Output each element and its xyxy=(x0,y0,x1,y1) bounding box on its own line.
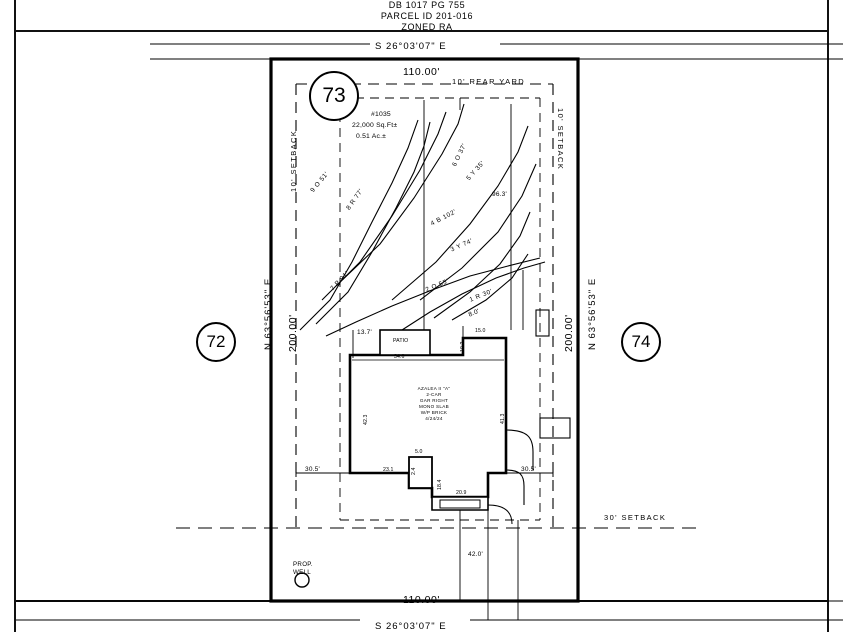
house-dim-right-side: 41.3 xyxy=(500,413,506,425)
well-label-line2: WELL xyxy=(293,569,312,576)
house-exterior: W/P BRICK xyxy=(420,410,448,416)
utility-box-lower xyxy=(539,417,571,439)
distance-west: 200.00' xyxy=(287,314,299,352)
house-dim-bottom-left: 23.1 xyxy=(383,467,394,473)
house-dim-bottom-right: 20.9 xyxy=(456,490,467,496)
driveway-curve-lower xyxy=(505,469,525,505)
header-parcel-id: PARCEL ID 201-016 xyxy=(380,11,474,21)
walkway-curve xyxy=(487,504,513,525)
utility-box-right xyxy=(535,309,550,337)
setback-label-left: 10' SETBACK xyxy=(289,129,298,192)
house-plan-block: AZALEA II "A" 2-CAR GAR RIGHT MONO SLAB … xyxy=(388,386,480,422)
lot-number-73: 73 xyxy=(309,71,359,121)
setback-label-rear: 10' REAR YARD xyxy=(452,77,526,86)
page-border-right xyxy=(827,0,829,632)
header-zoning: ZONED RA xyxy=(401,22,453,32)
dimension-ticks xyxy=(295,469,554,477)
patio-label: PATIO xyxy=(393,338,409,344)
rear-offset-label: 96.3' xyxy=(492,191,507,198)
house-plan-name: AZALEA II "A" xyxy=(417,386,451,391)
house-dim-stoop-top: 5.0 xyxy=(415,449,423,455)
lot-area-ac: 0.51 Ac.± xyxy=(356,133,387,140)
page-border-top xyxy=(14,30,829,32)
house-garage-count: 2-CAR xyxy=(426,392,442,398)
lot-area-sf: 22,000 Sq.Ft± xyxy=(352,122,398,129)
house-plan-date: 4/24/24 xyxy=(425,416,443,422)
distance-east: 200.00' xyxy=(563,314,575,352)
bearing-south: S 26°03'07" E xyxy=(375,621,447,632)
house-dim-stoop-side: 2.4 xyxy=(411,467,417,475)
front-offset-label: 42.0' xyxy=(468,551,483,558)
patio xyxy=(379,329,431,356)
setback-label-right: 10' SETBACK xyxy=(556,108,565,171)
house-dim-left-side: 42.3 xyxy=(363,414,369,426)
house-dim-top-main: 34.6 xyxy=(394,354,405,360)
well-symbol xyxy=(294,572,310,588)
contour-lines xyxy=(299,103,546,337)
driveway-curve-upper xyxy=(505,429,534,470)
bearing-east: N 63°56'53" E xyxy=(587,277,598,350)
house-dim-right-jog: 10.2 xyxy=(460,341,466,353)
property-boundary xyxy=(269,57,580,603)
page-border-left xyxy=(14,0,16,632)
house-dim-front-left-offset: 13.7' xyxy=(357,329,372,336)
house-dim-top-right: 15.0 xyxy=(475,328,486,334)
distance-north: 110.00' xyxy=(403,66,440,78)
house-stoop xyxy=(408,456,433,489)
house-garage-side: GAR RIGHT xyxy=(419,398,449,404)
dimension-leaders xyxy=(296,98,553,620)
house-foundation: MONO SLAB xyxy=(418,404,449,410)
setback-label-front: 30' SETBACK xyxy=(604,513,667,522)
left-offset-label: 30.5' xyxy=(305,466,320,473)
header-db-page: DB 1017 PG 755 xyxy=(388,0,466,10)
right-offset-label: 30.5' xyxy=(521,466,536,473)
lot-number-72: 72 xyxy=(196,322,236,362)
bearing-west: N 63°56'53" E xyxy=(263,277,274,350)
house-dim-bottom-notch: 18.4 xyxy=(437,479,443,491)
lot-number-74: 74 xyxy=(621,322,661,362)
distance-south: 110.00' xyxy=(403,594,440,606)
bearing-north: S 26°03'07" E xyxy=(375,41,447,52)
well-label-line1: PROP. xyxy=(293,561,313,568)
lot-address: #1035 xyxy=(371,111,391,118)
house-front-step-inner xyxy=(439,499,481,509)
